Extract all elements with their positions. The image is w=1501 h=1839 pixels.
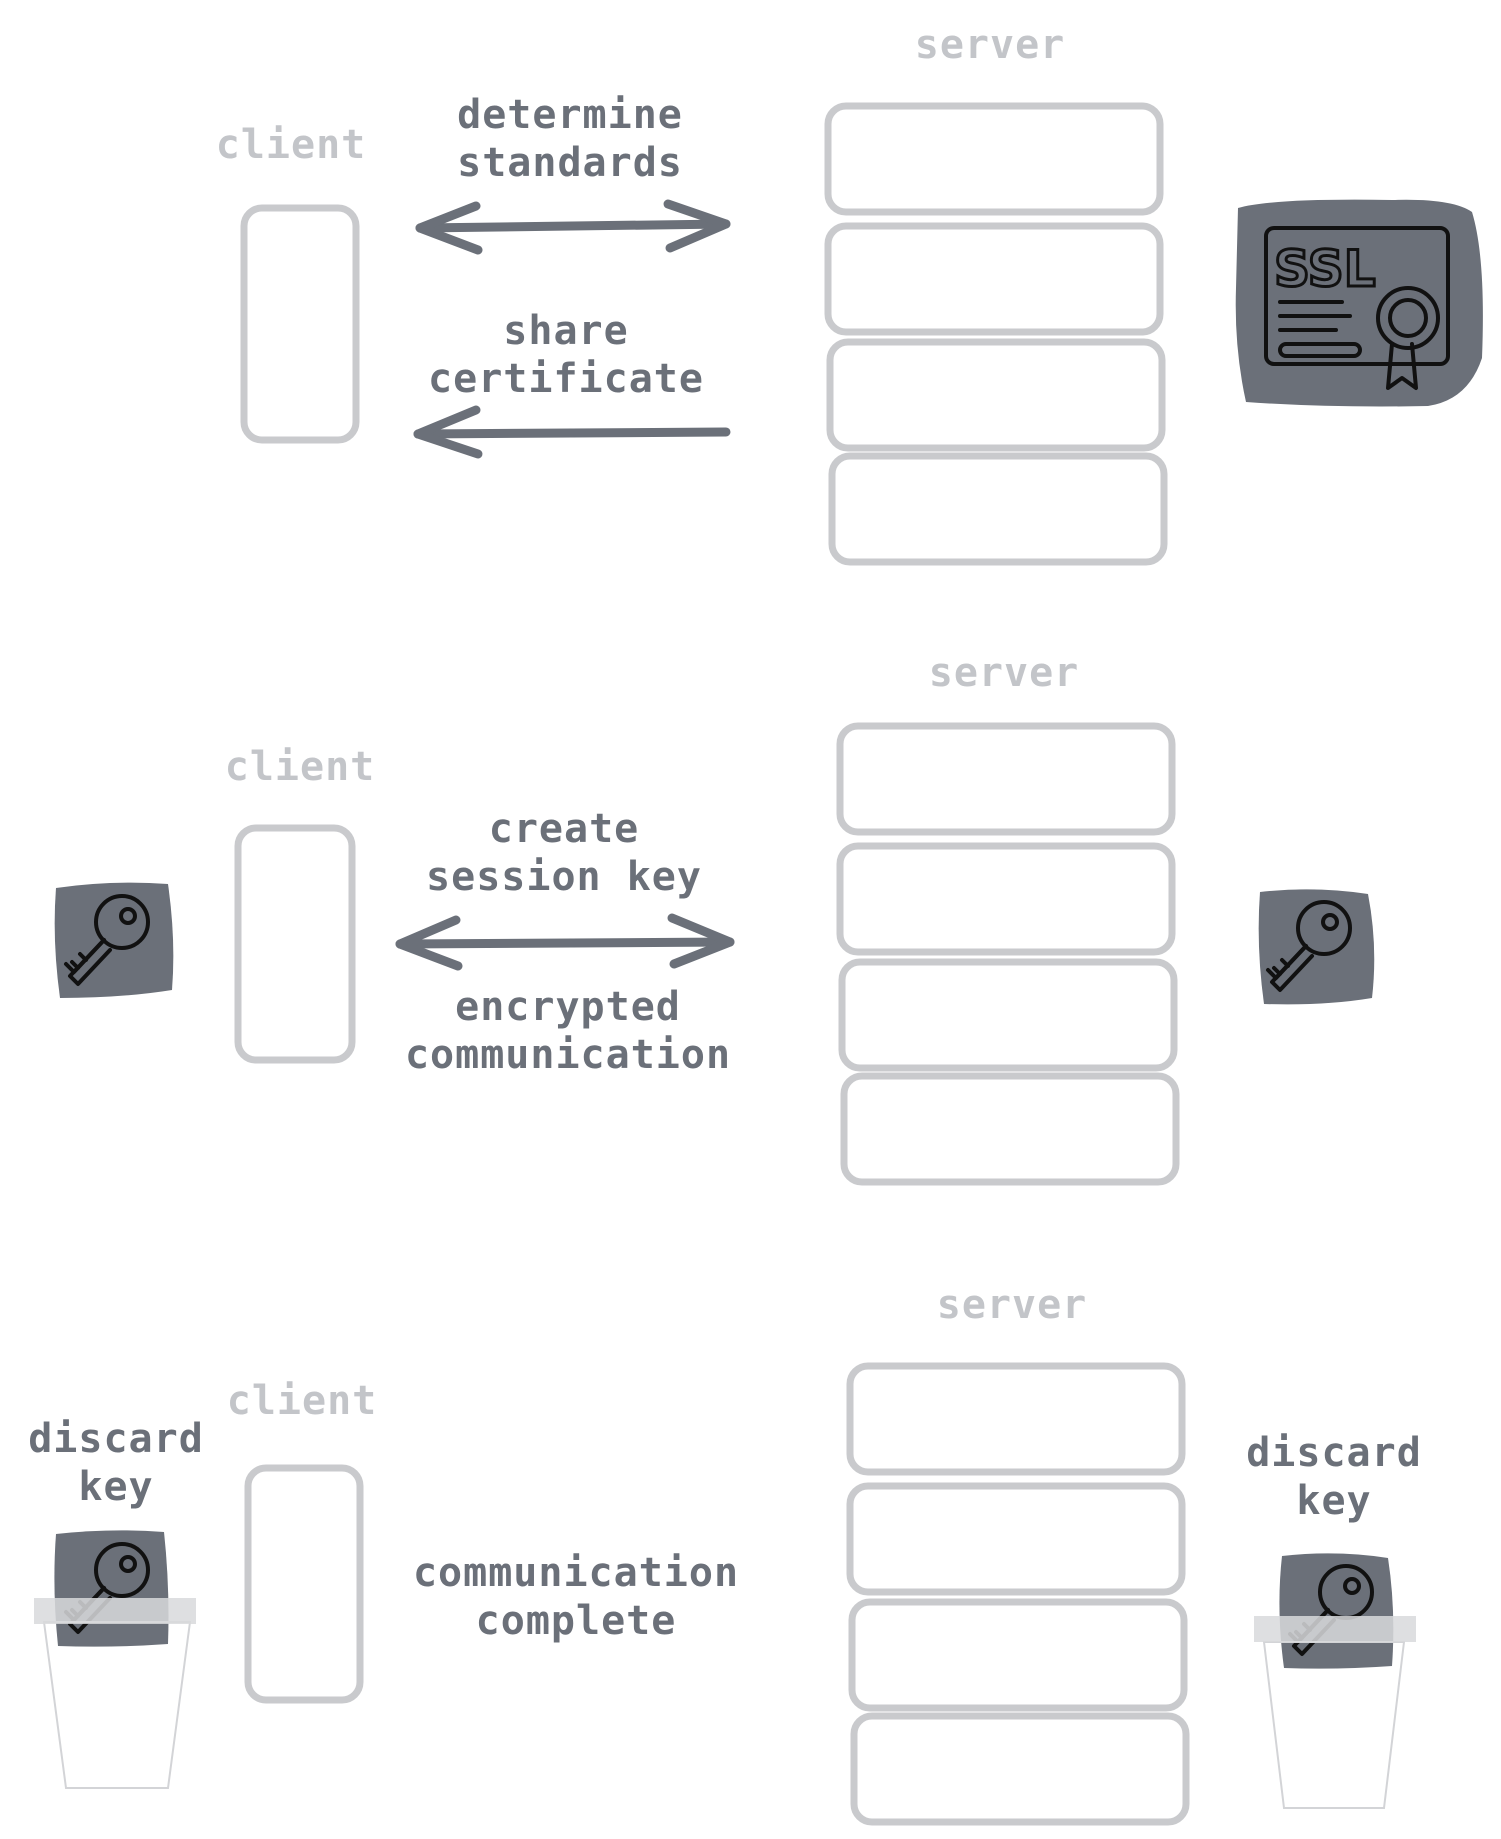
key-icon bbox=[1258, 889, 1375, 1005]
server-label: server bbox=[915, 22, 1066, 68]
step-2: client server create session key encrypt… bbox=[54, 650, 1375, 1182]
ssl-certificate-icon: SSL bbox=[1235, 199, 1483, 407]
client-label: client bbox=[227, 1378, 378, 1424]
ssl-text: SSL bbox=[1274, 240, 1376, 298]
discard-label-line2: key bbox=[1296, 1478, 1371, 1524]
discard-label-line1: discard bbox=[28, 1416, 204, 1462]
step-3: client server communication complete dis… bbox=[28, 1282, 1422, 1822]
server-stack bbox=[840, 726, 1176, 1182]
key-icon bbox=[54, 882, 174, 998]
arrow-label-line1: create bbox=[489, 806, 640, 852]
arrow-label-line1: encrypted bbox=[455, 984, 681, 1030]
arrow-label-line2: standards bbox=[457, 140, 683, 186]
arrow-label-line1: determine bbox=[457, 92, 683, 138]
client-label: client bbox=[216, 122, 367, 168]
server-stack bbox=[850, 1366, 1186, 1822]
client-device bbox=[244, 1464, 364, 1704]
left-arrow bbox=[413, 405, 731, 459]
client-device bbox=[240, 204, 360, 444]
status-line1: communication bbox=[413, 1550, 739, 1596]
bidirectional-arrow bbox=[395, 913, 735, 971]
discard-label-line1: discard bbox=[1246, 1430, 1422, 1476]
client-label: client bbox=[225, 744, 376, 790]
trash-bin-icon bbox=[1254, 1616, 1416, 1809]
arrow-label-line1: share bbox=[503, 308, 628, 354]
arrow-label-line2: certificate bbox=[428, 356, 704, 402]
server-label: server bbox=[929, 650, 1080, 696]
bidirectional-arrow bbox=[415, 199, 731, 255]
key-icon bbox=[54, 1530, 169, 1647]
discard-label-line2: key bbox=[78, 1464, 153, 1510]
server-label: server bbox=[937, 1282, 1088, 1328]
trash-bin-icon bbox=[34, 1598, 196, 1789]
status-line2: complete bbox=[476, 1598, 677, 1644]
key-icon bbox=[1279, 1553, 1394, 1669]
arrow-label-line2: communication bbox=[405, 1032, 731, 1078]
step-1: client server determine standards share … bbox=[216, 22, 1483, 562]
arrow-label-line2: session key bbox=[426, 854, 702, 900]
server-stack bbox=[828, 106, 1164, 562]
client-device bbox=[234, 824, 356, 1064]
